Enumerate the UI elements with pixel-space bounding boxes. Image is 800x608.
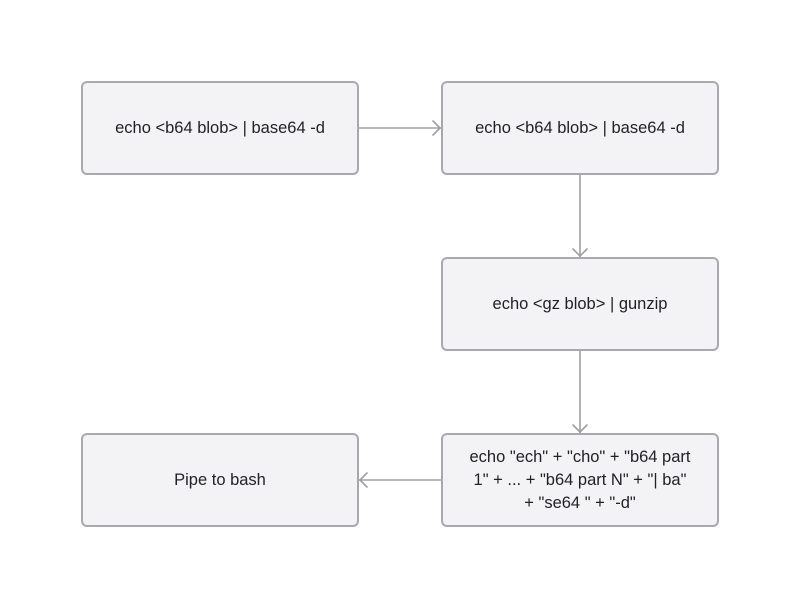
flow-node-string-concat: echo "ech" + "cho" + "b64 part 1" + ... …	[441, 433, 719, 527]
flow-node-decode-b64: echo <b64 blob> | base64 -d	[81, 81, 359, 175]
arrowhead	[572, 424, 588, 433]
connector-arrow	[359, 472, 441, 488]
flow-node-label: Pipe to bash	[174, 470, 266, 489]
edges-layer	[359, 120, 588, 488]
flow-node-label: echo <b64 blob> | base64 -d	[475, 118, 685, 137]
flow-node-gunzip: echo <gz blob> | gunzip	[441, 257, 719, 351]
flow-node-pipe-to-bash: Pipe to bash	[81, 433, 359, 527]
arrowhead	[432, 120, 441, 136]
flow-node-label: echo <b64 blob> | base64 -d	[115, 118, 325, 137]
arrowhead	[359, 472, 368, 488]
flow-node-label: echo <gz blob> | gunzip	[492, 294, 668, 313]
flow-node-decode-b64-second: echo <b64 blob> | base64 -d	[441, 81, 719, 175]
connector-arrow	[572, 351, 588, 433]
flow-node-label: echo "ech" + "cho" + "b64 part 1" + ... …	[469, 447, 691, 512]
arrowhead	[572, 248, 588, 257]
connector-arrow	[359, 120, 441, 136]
connector-arrow	[572, 175, 588, 257]
